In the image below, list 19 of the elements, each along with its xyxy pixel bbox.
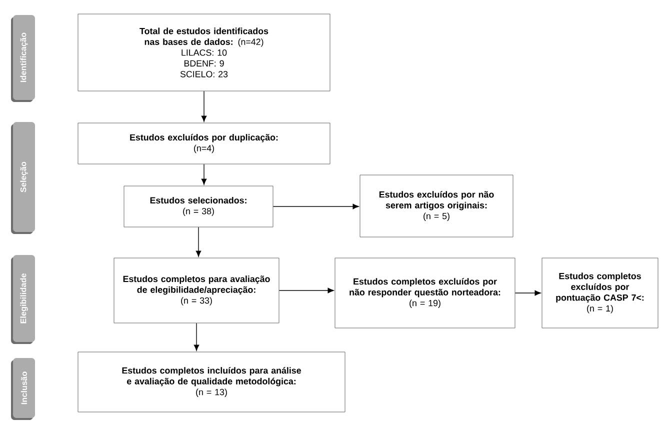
stage-band: Identificação [11,15,35,102]
process-box: Estudos completos para avaliação de elegibilidade/apreciação: (n = 33) [114,258,280,324]
process-box: Estudos excluídos por duplicação: (n=4) [78,122,330,164]
arrow [278,288,334,294]
arrow [196,226,202,257]
arrow [194,322,200,351]
arrow [201,164,207,185]
arrow [272,204,359,210]
arrow [201,90,207,122]
process-box: Estudos excluídos por não serem artigos originais: (n = 5) [360,174,514,238]
process-box: Estudos selecionados: (n = 38) [124,186,274,228]
stage-band: Elegibilidade [11,255,35,344]
process-box: Estudos completos excluídos por pontuação CASP 7<: (n = 1) [542,258,658,328]
process-box: Estudos completos incluídos para análise e avaliação de qualidade metodológica: (n = 13) [78,352,346,412]
process-box: Estudos completos excluídos por não responder questão norteadora: (n = 19) [334,258,516,328]
process-box: Total de estudos identificados nas bases de dados: (n=42) LILACS: 10 BDENF: 9 SCIELO: 23 [78,14,330,92]
stage-band: Inclusão [11,358,35,420]
stage-band: Seleção [11,122,35,234]
arrow [514,290,541,296]
